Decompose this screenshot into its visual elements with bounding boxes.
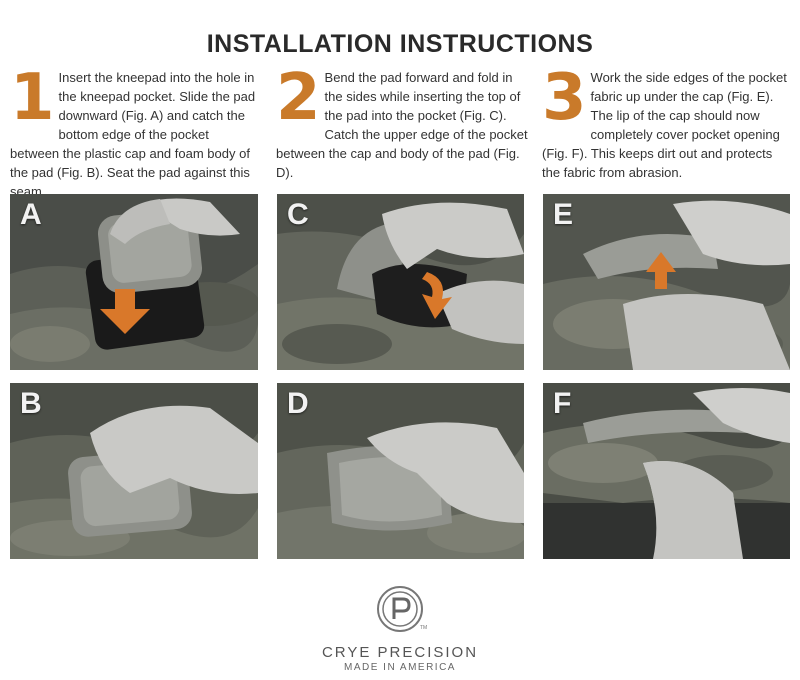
step-number: 1: [10, 61, 55, 135]
figure-label: A: [20, 198, 42, 231]
arrow-down-icon: [100, 289, 150, 334]
step-text: Bend the pad forward and fold in the sid…: [276, 70, 528, 180]
arrow-curve-icon: [422, 272, 452, 319]
step-number: 3: [542, 61, 587, 135]
brand-tagline: MADE IN AMERICA: [344, 662, 456, 673]
trademark-mark: TM: [420, 625, 428, 631]
figure-label: D: [287, 387, 309, 420]
figure-b-photo: B: [10, 383, 258, 559]
figure-a-photo: A: [10, 194, 258, 370]
step-number: 2: [276, 61, 321, 135]
figure-label: C: [287, 198, 309, 231]
step-text: Work the side edges of the pocket fabric…: [542, 70, 787, 180]
page-title: INSTALLATION INSTRUCTIONS: [206, 30, 594, 58]
arrow-up-icon: [646, 252, 676, 289]
step-2: 2 Bend the pad forward and fold in the s…: [276, 61, 528, 182]
figure-e-photo: E: [543, 194, 790, 370]
figure-c-photo: C: [277, 194, 524, 370]
figure-label: E: [553, 198, 574, 231]
figure-f-photo: F: [543, 383, 790, 559]
figure-d-photo: D: [277, 383, 524, 559]
step-1: 1 Insert the kneepad into the hole in th…: [10, 61, 260, 201]
crye-precision-logo-icon: TM: [376, 585, 428, 633]
step-3: 3 Work the side edges of the pocket fabr…: [542, 61, 792, 182]
figure-label: B: [20, 387, 42, 420]
figure-label: F: [553, 387, 572, 420]
brand-name: CRYE PRECISION: [321, 644, 479, 661]
